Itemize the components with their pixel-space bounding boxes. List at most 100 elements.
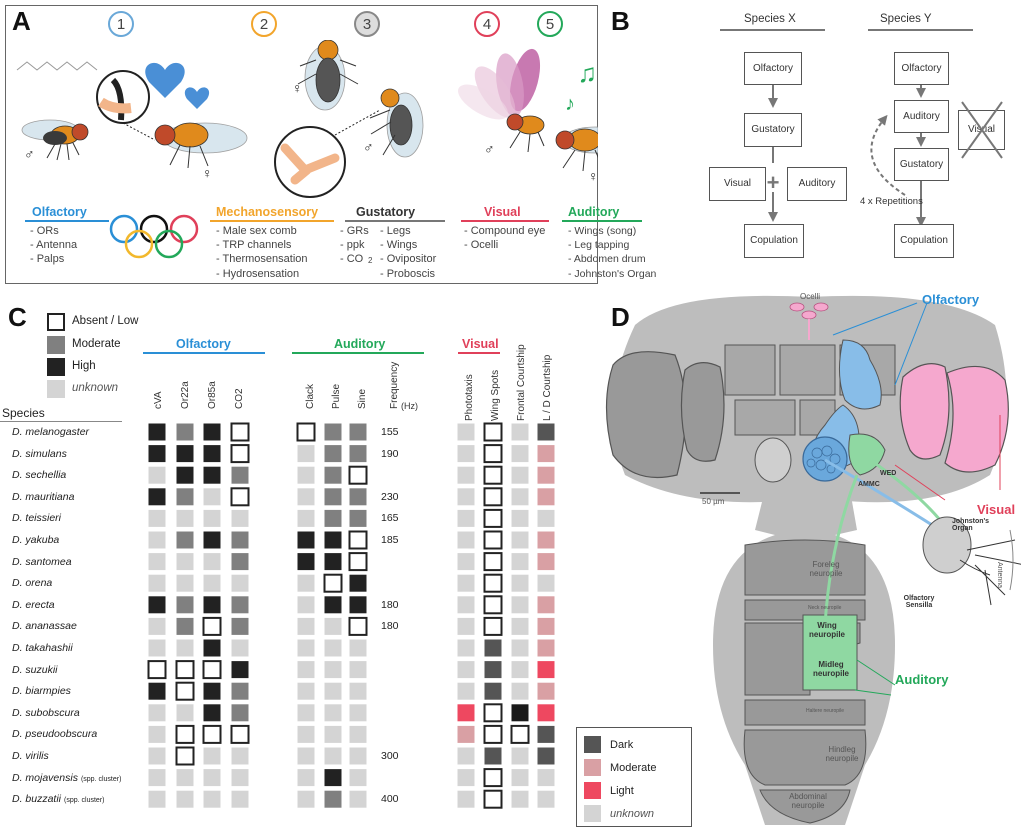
- legend-absent-swatch: [47, 313, 65, 331]
- vis-legend-light-swatch: [584, 782, 601, 799]
- legend-unknown-label: unknown: [72, 382, 119, 394]
- fly-female-mechano-icon: [297, 40, 359, 111]
- label-auditory: Auditory: [895, 672, 949, 687]
- label-antenna: Antenna: [996, 562, 1003, 589]
- visual-cell: [457, 704, 475, 722]
- olfactory-cell: [148, 682, 166, 700]
- species-note: (spp. cluster): [80, 775, 122, 783]
- olfactory-cell: [230, 724, 250, 744]
- y-box-olfactory: Olfactory: [894, 52, 949, 85]
- visual-cell: [537, 769, 555, 787]
- visual-cell: [483, 487, 503, 507]
- olfactory-cell: [148, 790, 166, 808]
- visual-cell: [537, 574, 555, 592]
- species-name: D. virilis: [12, 750, 49, 762]
- legend-moderate-label: Moderate: [72, 338, 121, 350]
- y-box-gustatory: Gustatory: [894, 148, 949, 181]
- visual-cell: [511, 553, 529, 571]
- olfactory-cell: [231, 769, 249, 787]
- species-name: D. sechellia: [12, 469, 67, 482]
- species-name: D. simulans: [12, 447, 67, 460]
- visual-cell: [537, 553, 555, 571]
- auditory-cell: [349, 704, 367, 722]
- visual-cell: [484, 661, 502, 679]
- olfactory-cell: [148, 574, 166, 592]
- species-name: D. orena: [12, 577, 53, 590]
- visual-cell: [457, 682, 475, 700]
- olfactory-cell: [148, 596, 166, 614]
- visual-cell: [537, 747, 555, 765]
- frequency-value: 180: [381, 620, 399, 633]
- frequency-value: 165: [381, 512, 399, 525]
- auditory-cell: [324, 488, 342, 506]
- male-symbol-3: ♂: [484, 141, 495, 157]
- female-symbol-2: ♀: [292, 80, 303, 96]
- auditory-cell: [349, 423, 367, 441]
- auditory-cell: [349, 639, 367, 657]
- brain-diagram: [605, 295, 1021, 825]
- trait-grid: [147, 422, 555, 809]
- visual-cell: [537, 531, 555, 549]
- species-name: D. suzukii: [12, 663, 58, 676]
- auditory-cell: [348, 465, 368, 485]
- cat-visual-title: Visual: [484, 205, 521, 219]
- visual-cell: [457, 596, 475, 614]
- auditory-cell: [297, 769, 315, 787]
- olfactory-cell: [231, 682, 249, 700]
- olfactory-cell: [176, 790, 194, 808]
- col-frequency-unit: (Hz): [401, 401, 418, 411]
- olfactory-cell: [148, 531, 166, 549]
- species-row: D. melanogaster: [12, 426, 89, 438]
- olfactory-cell: [231, 596, 249, 614]
- olfactory-cell: [231, 704, 249, 722]
- visual-cell: [457, 639, 475, 657]
- y-box-copulation: Copulation: [894, 224, 954, 258]
- visual-cell: [483, 724, 503, 744]
- olfactory-cell: [148, 704, 166, 722]
- species-name: D. ananassae: [12, 620, 77, 633]
- visual-cell: [457, 531, 475, 549]
- svg-text:♫: ♫: [578, 58, 598, 88]
- auditory-cell: [297, 466, 315, 484]
- olfactory-cell: [231, 509, 249, 527]
- female-symbol-1: ♀: [202, 165, 213, 181]
- olfactory-cell: [230, 487, 250, 507]
- auditory-cell: [324, 639, 342, 657]
- vis-legend-unknown-label: unknown: [610, 808, 655, 820]
- species-row: D. ananassae: [12, 620, 77, 632]
- auditory-cell: [349, 488, 367, 506]
- visual-cell: [511, 790, 529, 808]
- auditory-cell: [297, 661, 315, 679]
- species-row: D. biarmpies: [12, 685, 71, 697]
- auditory-cell: [297, 531, 315, 549]
- olfactory-cell: [231, 790, 249, 808]
- visual-cell: [483, 444, 503, 464]
- auditory-cell: [348, 552, 368, 572]
- auditory-cell: [297, 509, 315, 527]
- visual-cell: [457, 509, 475, 527]
- x-box-auditory: Auditory: [787, 167, 847, 201]
- auditory-cell: [349, 790, 367, 808]
- number-4: 4: [474, 11, 500, 37]
- olfactory-cell: [175, 660, 195, 680]
- visual-cell: [457, 574, 475, 592]
- auditory-cell: [324, 509, 342, 527]
- visual-cell: [483, 768, 503, 788]
- olfactory-cell: [202, 660, 222, 680]
- label-wed: WED: [880, 470, 897, 477]
- auditory-cell: [324, 790, 342, 808]
- label-midleg: Midleg neuropile: [812, 660, 849, 678]
- olfactory-cell: [176, 574, 194, 592]
- label-scale: 50 µm: [702, 497, 725, 506]
- olfactory-cell: [203, 639, 221, 657]
- visual-cell: [511, 423, 529, 441]
- visual-cell: [537, 509, 555, 527]
- vis-legend-unknown-swatch: [584, 805, 601, 822]
- visual-cell: [537, 488, 555, 506]
- visual-cell: [457, 790, 475, 808]
- cat-mechano-title: Mechanosensory: [216, 205, 319, 219]
- visual-cell: [537, 466, 555, 484]
- olfactory-cell: [148, 725, 166, 743]
- repetitions-label: 4 x Repetitions: [860, 196, 923, 207]
